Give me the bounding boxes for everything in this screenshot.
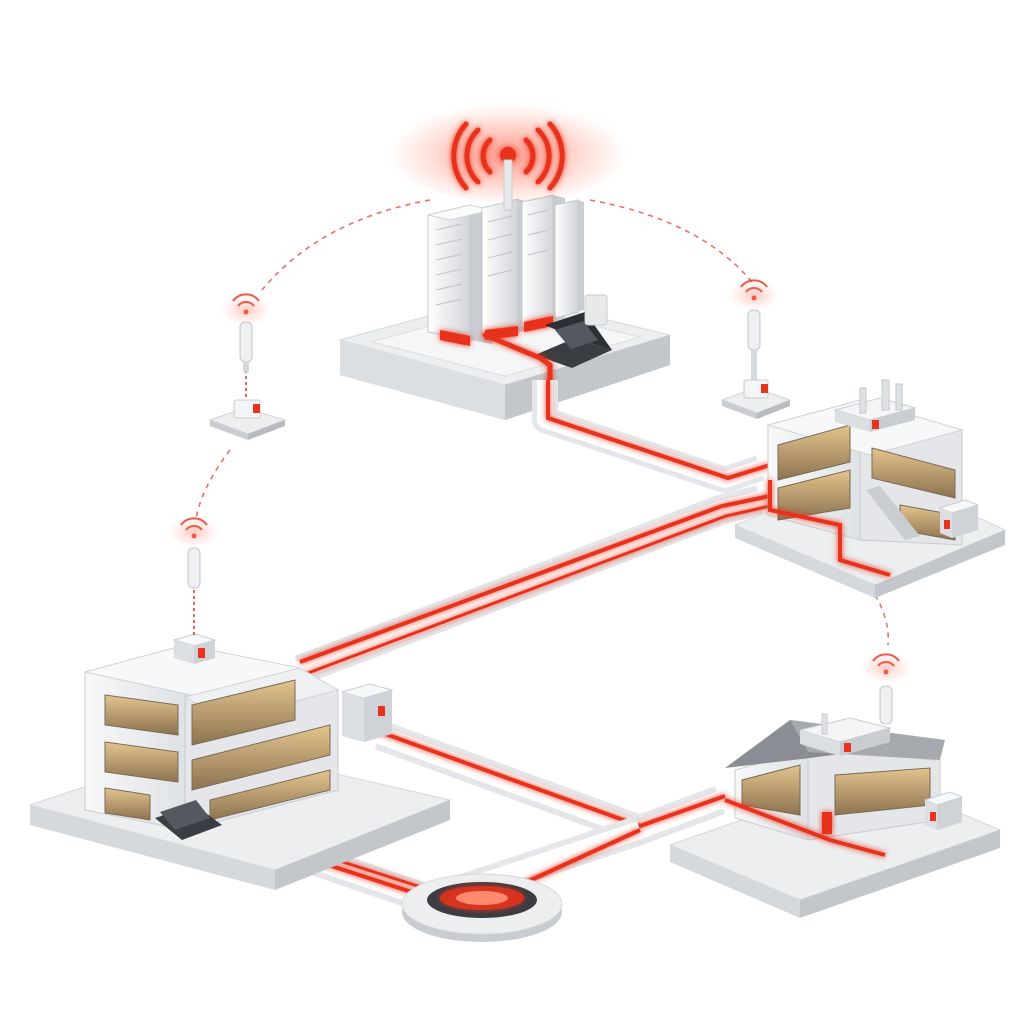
wifi-signal-icon	[388, 98, 628, 210]
antenna-icon	[880, 686, 892, 724]
wifi-signal-icon	[728, 279, 780, 311]
wireless-link-dc-right	[590, 200, 752, 282]
office-building-large	[30, 516, 450, 890]
wireless-link-dc-left	[262, 200, 430, 290]
office-building-house	[670, 652, 1000, 918]
wireless-link-right-house	[875, 595, 888, 645]
antenna-icon	[188, 548, 200, 588]
antenna-icon	[240, 322, 252, 372]
office-building-right	[735, 380, 1005, 598]
wifi-signal-icon	[220, 294, 272, 326]
wifi-signal-icon	[860, 652, 912, 684]
antenna-icon	[748, 310, 760, 380]
data-center	[340, 98, 670, 420]
wifi-signal-icon	[168, 516, 220, 548]
wireless-link-left-office	[196, 450, 230, 520]
network-junction	[402, 874, 562, 942]
relay-antenna-left	[210, 294, 285, 440]
relay-antenna-right	[722, 279, 790, 419]
